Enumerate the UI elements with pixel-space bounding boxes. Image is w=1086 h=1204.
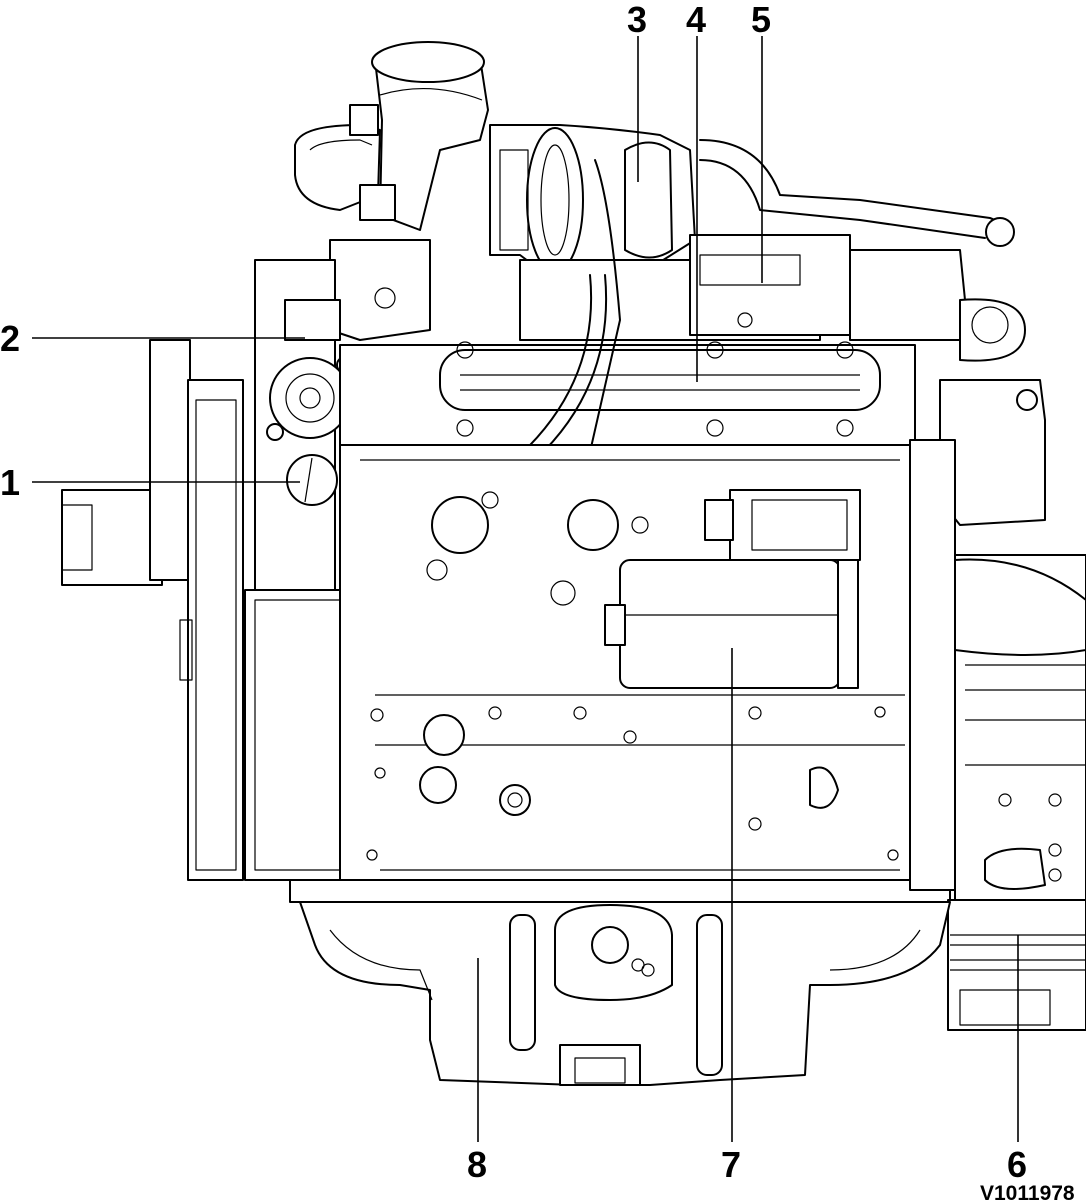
callout-8: 8 bbox=[467, 1144, 487, 1185]
air-intake-elbow bbox=[294, 41, 489, 231]
leader-lines bbox=[32, 36, 1019, 1142]
callout-5: 5 bbox=[751, 0, 771, 40]
turbocharger bbox=[489, 124, 696, 273]
reference-code: V1011978 bbox=[980, 1182, 1075, 1204]
flywheel-housing bbox=[909, 439, 1086, 1031]
breather-hose bbox=[699, 139, 1015, 247]
oil-sump bbox=[299, 901, 951, 1086]
callout-4: 4 bbox=[686, 0, 706, 40]
upper-housing bbox=[329, 234, 1046, 526]
callout-1: 1 bbox=[0, 462, 20, 503]
callout-6: 6 bbox=[1007, 1144, 1027, 1185]
callout-7: 7 bbox=[721, 1144, 741, 1185]
callouts: 1 2 3 4 5 6 7 8 bbox=[0, 0, 1027, 1185]
thermostat-housing bbox=[244, 259, 354, 881]
callout-3: 3 bbox=[627, 0, 647, 40]
starter-motor bbox=[604, 489, 861, 689]
callout-2: 2 bbox=[0, 318, 20, 359]
